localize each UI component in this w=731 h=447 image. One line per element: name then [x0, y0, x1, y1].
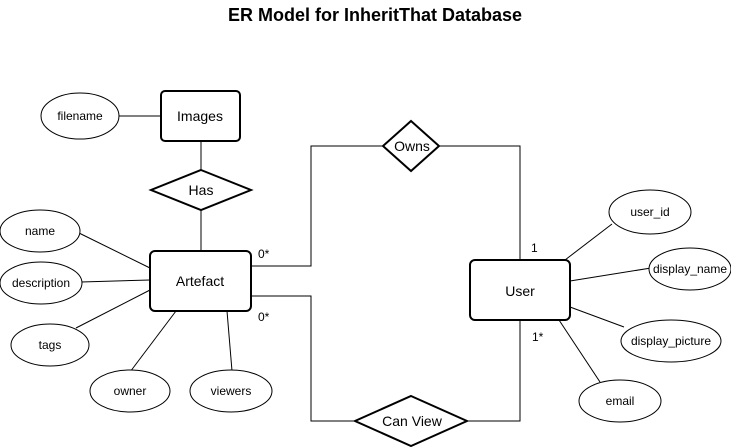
attribute-owner-label: owner: [114, 384, 147, 398]
attribute-description-label: description: [12, 276, 70, 290]
cardinality-user-owns: 1: [531, 241, 538, 255]
relationship-can-view: [352, 394, 470, 447]
attribute-description: [0, 261, 83, 305]
attribute-viewers-label: viewers: [211, 384, 252, 398]
connector-tags-artefact: [75, 289, 151, 329]
attribute-name-label: name: [25, 224, 55, 238]
entity-images: [160, 90, 241, 142]
entity-user-label: User: [505, 283, 535, 299]
cardinality-user-canview: 1*: [532, 330, 544, 344]
attribute-display-name-label: display_name: [653, 262, 727, 276]
connector-artefact-canview: [251, 295, 355, 422]
connector-email-user: [558, 319, 601, 383]
attribute-user-id: [608, 189, 692, 235]
relationship-owns: [381, 119, 441, 173]
attribute-email-label: email: [606, 394, 635, 408]
connector-displaypicture-user: [569, 306, 625, 328]
relationship-can-view-label: Can View: [382, 413, 443, 429]
entity-user: [469, 259, 571, 321]
attribute-email: [578, 379, 662, 423]
attribute-tags: [10, 323, 90, 367]
connector-viewers-artefact: [226, 310, 233, 372]
connector-canview-user: [467, 320, 521, 422]
entity-artefact: [149, 250, 252, 312]
diagram-title: ER Model for InheritThat Database: [227, 5, 523, 25]
connector-owner-artefact: [129, 310, 177, 373]
entity-images-label: Images: [177, 108, 223, 124]
attribute-display-name: [648, 247, 731, 291]
connector-artefact-owns: [251, 145, 383, 267]
cardinality-artefact-owns: 0*: [258, 247, 270, 261]
connector-userid-user: [564, 223, 613, 261]
connector-owns-user: [439, 145, 521, 260]
attribute-display-picture: [620, 319, 722, 363]
attribute-viewers: [189, 369, 273, 413]
connector-displayname-user: [569, 267, 652, 282]
relationship-owns-label: Owns: [394, 138, 430, 154]
relationship-has-label: Has: [189, 182, 214, 198]
attribute-display-picture-label: display_picture: [631, 334, 711, 348]
attribute-user-id-label: user_id: [630, 205, 669, 219]
relationship-has: [148, 168, 254, 212]
attribute-filename: [40, 92, 120, 140]
cardinality-artefact-canview: 0*: [258, 310, 270, 324]
entity-artefact-label: Artefact: [176, 273, 224, 289]
connector-description-artefact: [80, 279, 151, 283]
connector-name-artefact: [78, 232, 151, 269]
attribute-owner: [89, 369, 171, 413]
attribute-tags-label: tags: [39, 338, 62, 352]
attribute-name: [0, 209, 81, 253]
attribute-filename-label: filename: [57, 109, 103, 123]
